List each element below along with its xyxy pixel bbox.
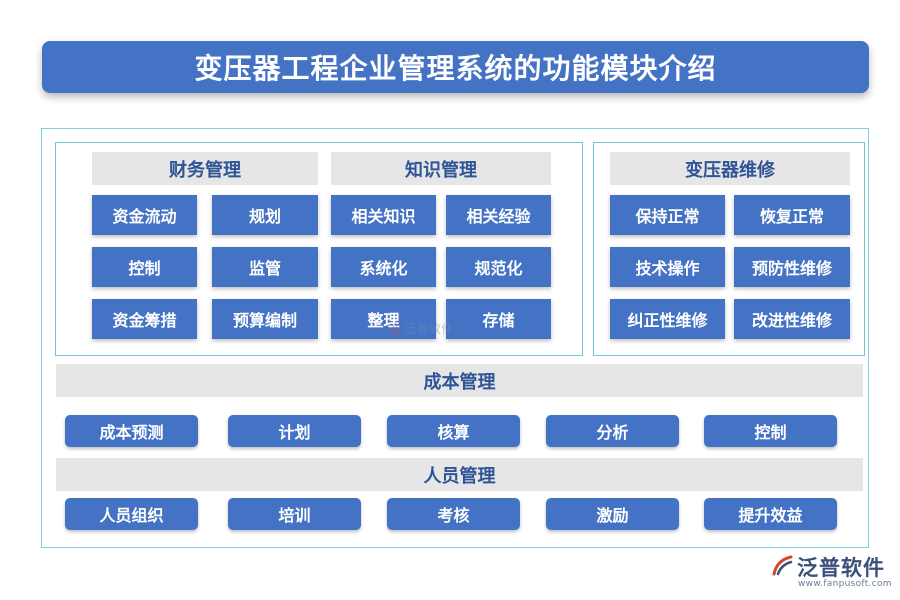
cost-item: 成本预测 bbox=[65, 415, 198, 447]
finance-item: 预算编制 bbox=[212, 299, 318, 339]
watermark-logo-icon bbox=[389, 322, 401, 334]
personnel-item: 激励 bbox=[546, 498, 679, 530]
brand-logo-text: 泛普软件 bbox=[797, 556, 885, 580]
maintenance-item: 改进性维修 bbox=[734, 299, 850, 339]
finance-item: 监管 bbox=[212, 247, 318, 287]
watermark-text: 泛普软件 bbox=[405, 321, 454, 336]
brand-logo-icon bbox=[772, 555, 793, 576]
knowledge-item: 存储 bbox=[446, 299, 551, 339]
cost-item: 核算 bbox=[387, 415, 520, 447]
knowledge-item: 系统化 bbox=[331, 247, 436, 287]
brand-logo: 泛普软件 www.fanpusoft.com bbox=[771, 552, 893, 596]
watermark: 泛普软件 bbox=[388, 318, 478, 338]
knowledge-item: 规范化 bbox=[446, 247, 551, 287]
personnel-header: 人员管理 bbox=[56, 458, 863, 491]
maintenance-item: 预防性维修 bbox=[734, 247, 850, 287]
cost-header: 成本管理 bbox=[56, 364, 863, 397]
personnel-item: 考核 bbox=[387, 498, 520, 530]
finance-item: 控制 bbox=[92, 247, 197, 287]
finance-item: 资金筹措 bbox=[92, 299, 197, 339]
personnel-item: 人员组织 bbox=[65, 498, 198, 530]
cost-item: 分析 bbox=[546, 415, 679, 447]
modules-frame bbox=[41, 128, 869, 548]
brand-logo-url: www.fanpusoft.com bbox=[798, 579, 892, 589]
maintenance-item: 技术操作 bbox=[610, 247, 725, 287]
maintenance-item: 纠正性维修 bbox=[610, 299, 725, 339]
knowledge-item: 相关经验 bbox=[446, 195, 551, 235]
cost-item: 计划 bbox=[228, 415, 361, 447]
knowledge-item: 相关知识 bbox=[331, 195, 436, 235]
finance-header: 财务管理 bbox=[92, 152, 318, 185]
finance-item: 资金流动 bbox=[92, 195, 197, 235]
finance-item: 规划 bbox=[212, 195, 318, 235]
knowledge-item: 整理 bbox=[331, 299, 436, 339]
maintenance-header: 变压器维修 bbox=[610, 152, 850, 185]
personnel-item: 提升效益 bbox=[704, 498, 837, 530]
maintenance-item: 保持正常 bbox=[610, 195, 725, 235]
personnel-item: 培训 bbox=[228, 498, 361, 530]
maintenance-item: 恢复正常 bbox=[734, 195, 850, 235]
knowledge-header: 知识管理 bbox=[331, 152, 551, 185]
page-title: 变压器工程企业管理系统的功能模块介绍 bbox=[42, 41, 869, 93]
cost-item: 控制 bbox=[704, 415, 837, 447]
